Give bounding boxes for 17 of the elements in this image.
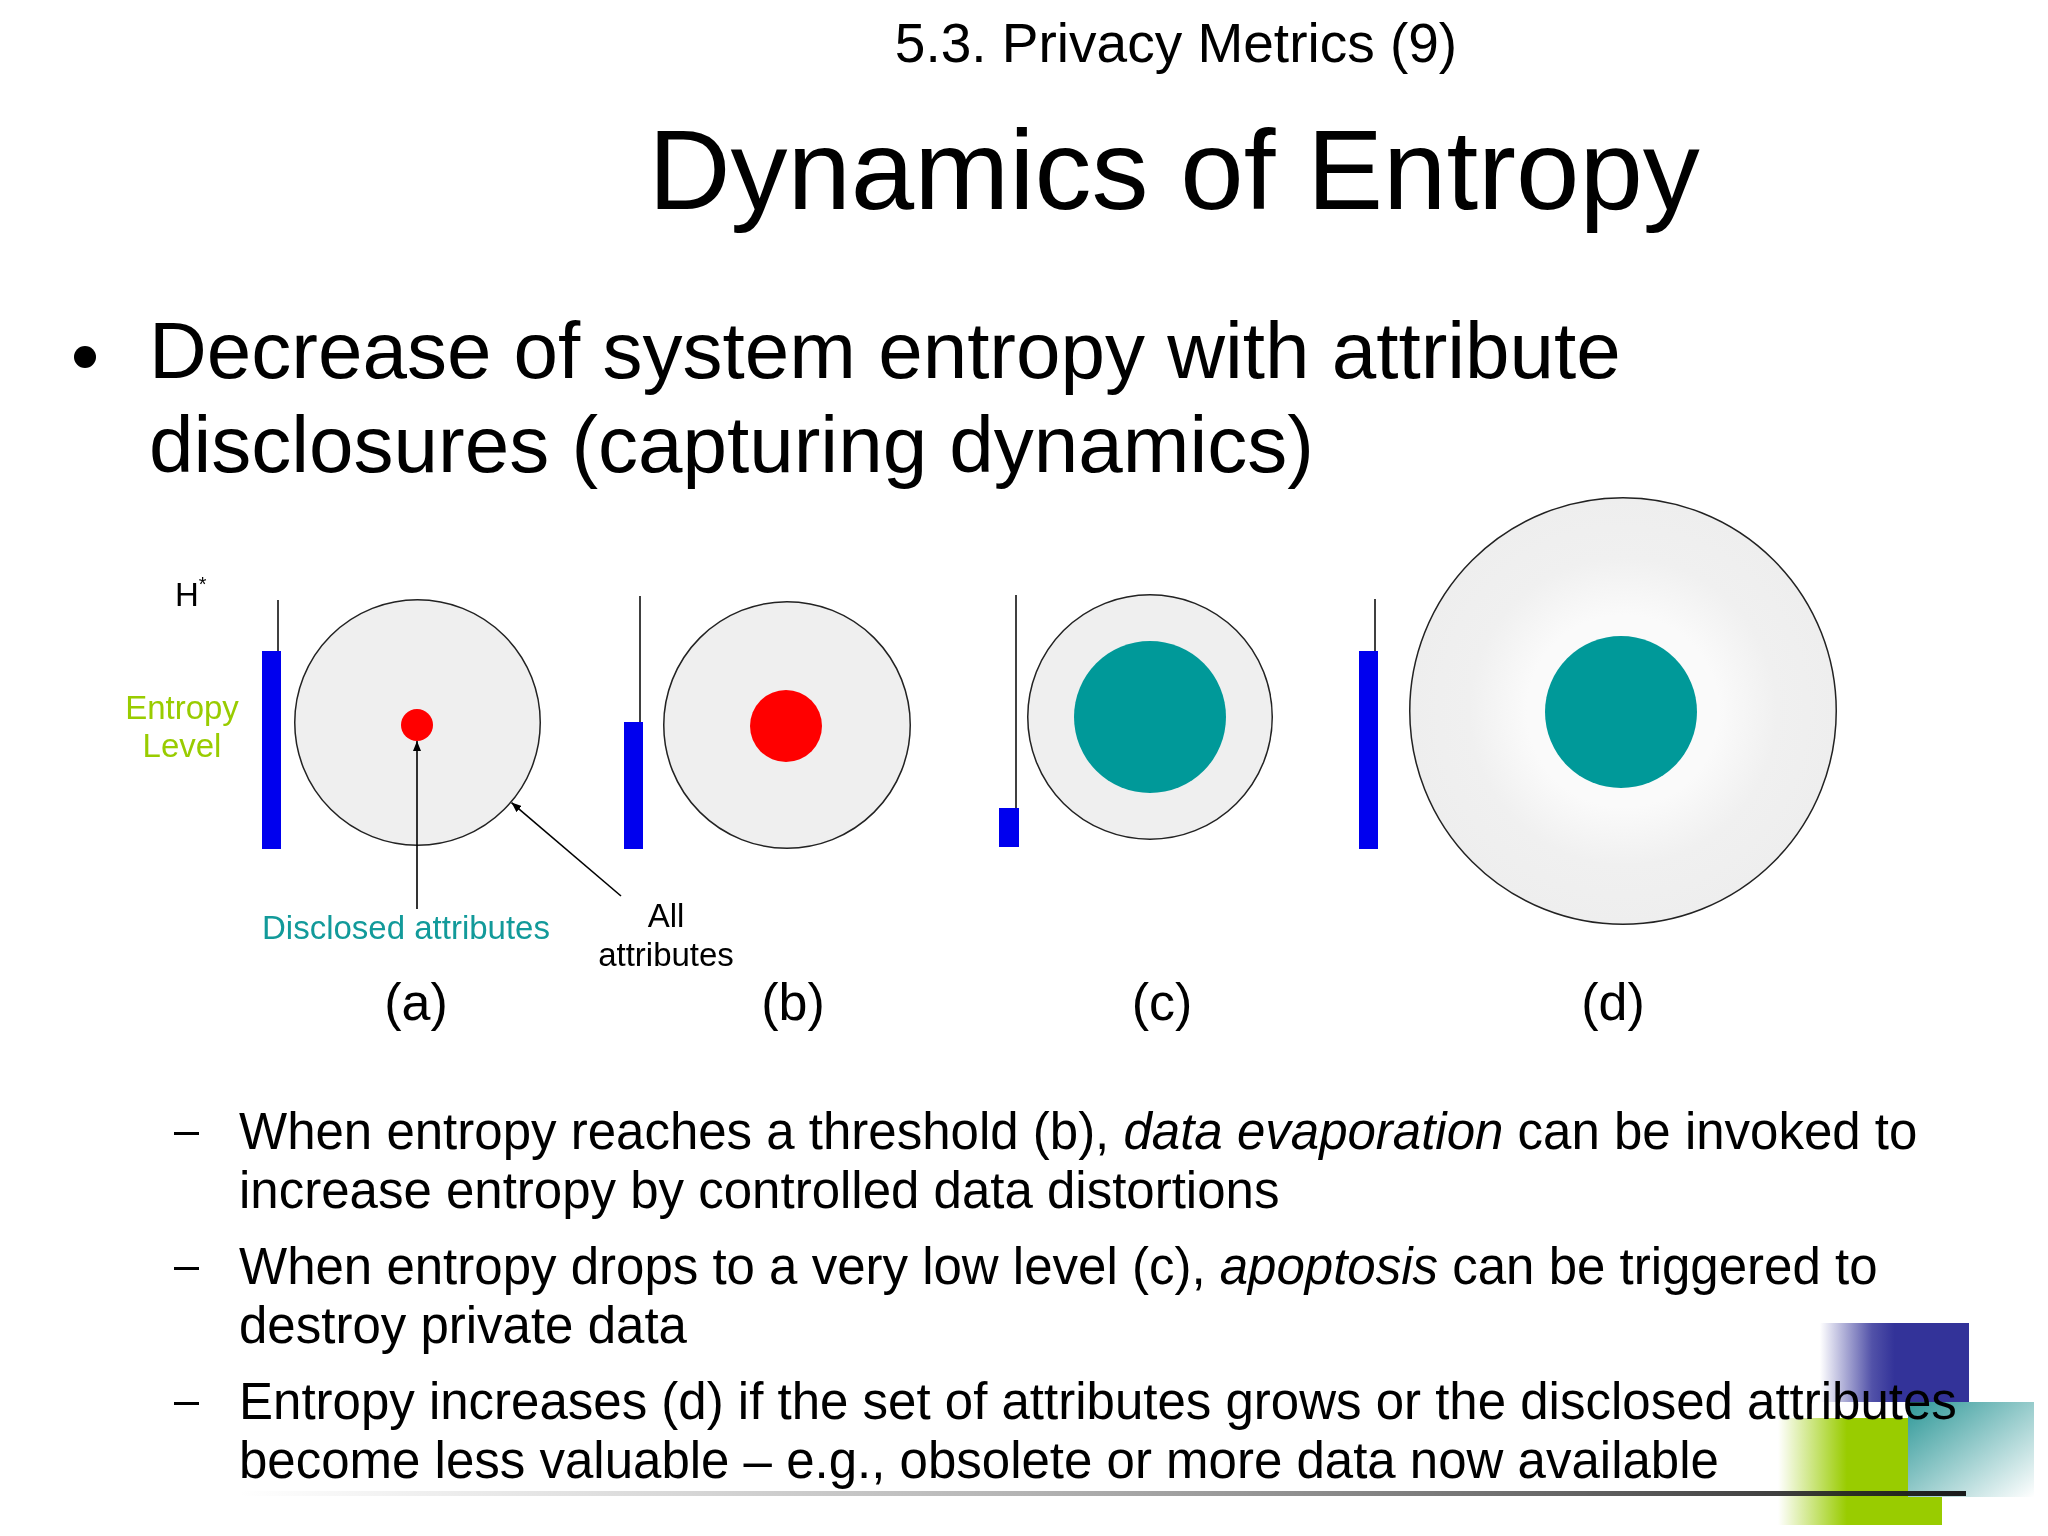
scale-label: H$^{*}$ <box>175 576 207 614</box>
sub-bullet-text: When entropy reaches a threshold (b), data evaporation can be invoked to increase entropy by controlled data distortions <box>239 1102 1919 1220</box>
disclosed-attribute-dot <box>401 709 433 741</box>
callout-label: All attributes <box>591 896 741 974</box>
callout-label: Disclosed attributes <box>262 909 550 947</box>
axis-label: Entropy Level <box>124 689 240 765</box>
sub-bullet-text: When entropy drops to a very low level (c), apoptosis can be triggered to destroy private data <box>239 1237 1879 1355</box>
leader-line <box>510 801 622 897</box>
section-heading: 5.3. Privacy Metrics (9) <box>894 12 1458 75</box>
panel-label: (a) <box>384 972 448 1032</box>
panel-label: (b) <box>761 972 825 1032</box>
leader-line <box>413 740 421 910</box>
panel-label: (d) <box>1581 972 1645 1032</box>
panel-label: (c) <box>1131 972 1193 1032</box>
bullet-text: Decrease of system entropy with attribute disclosures (capturing dynamics) <box>149 305 1622 491</box>
slide-title: Dynamics of Entropy <box>648 107 1700 233</box>
attributes-circle <box>294 599 541 846</box>
